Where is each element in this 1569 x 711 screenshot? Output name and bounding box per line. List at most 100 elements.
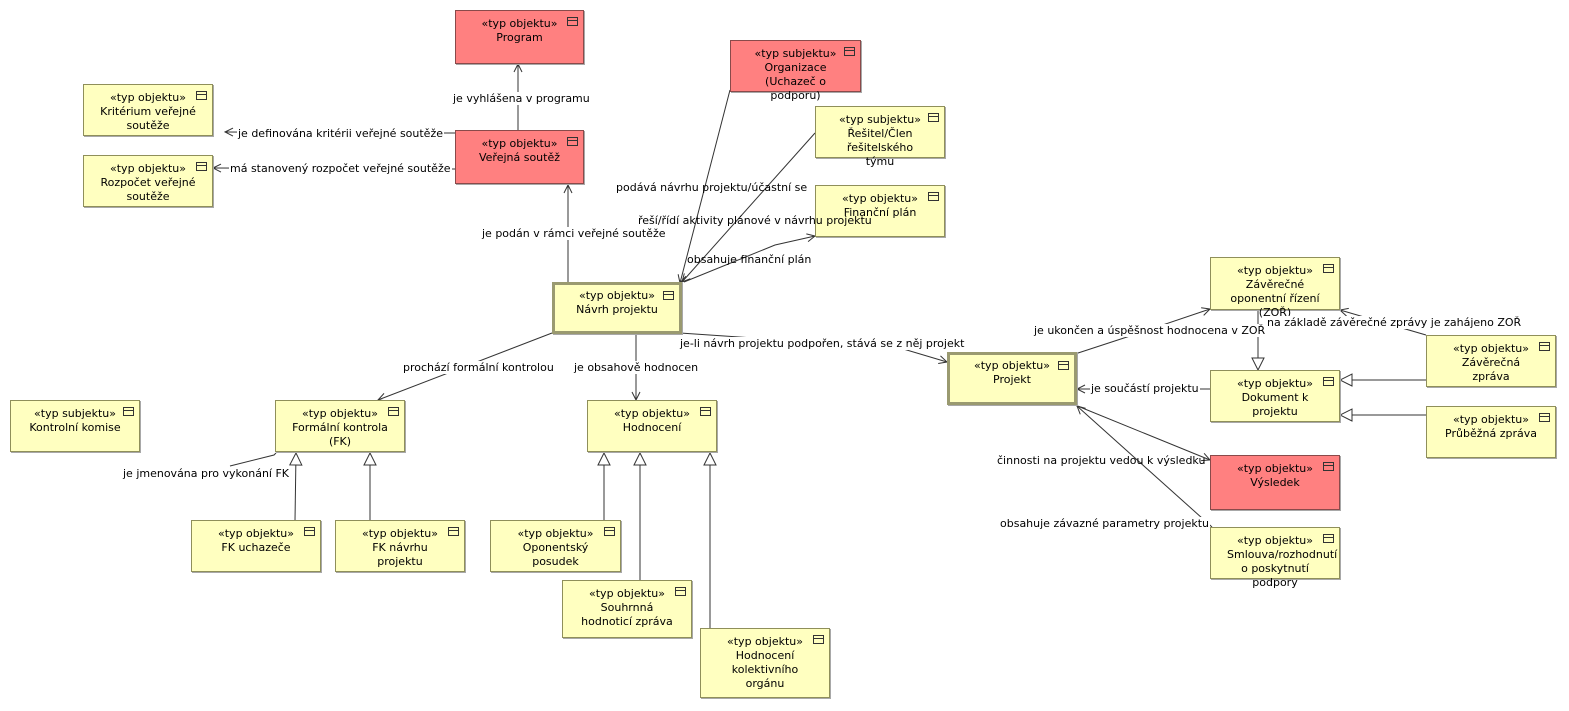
label-cinnosti: činnosti na projektu vedou k výsledku <box>997 454 1206 467</box>
node-name: Formální kontrola (FK) <box>292 421 388 448</box>
stereotype: «typ objektu» <box>302 407 378 420</box>
class-icon <box>1058 361 1069 370</box>
node-name: Projekt <box>993 373 1031 386</box>
label-prochazi: prochází formální kontrolou <box>402 361 555 374</box>
class-icon <box>304 527 315 536</box>
class-icon <box>1539 342 1550 351</box>
node-vysledek[interactable]: «typ objektu» Výsledek <box>1210 455 1340 510</box>
label-obsahuje-fp: obsahuje finanční plán <box>687 253 812 266</box>
class-icon <box>928 113 939 122</box>
node-zor[interactable]: «typ objektu» Závěrečné oponentní řízení… <box>1210 257 1340 319</box>
node-name: Kontrolní komise <box>29 421 121 434</box>
stereotype: «typ objektu» <box>110 91 186 104</box>
label-definovana: je definována kritérii veřejné soutěže <box>237 127 444 140</box>
stereotype: «typ objektu» <box>481 137 558 150</box>
edge-jmenovana <box>229 452 277 467</box>
class-icon <box>675 587 686 596</box>
edge-resi <box>682 132 816 282</box>
node-fk-uchazece[interactable]: «typ objektu» FK uchazeče <box>191 520 321 572</box>
class-icon <box>928 192 939 201</box>
class-icon <box>567 17 578 26</box>
stereotype: «typ objektu» <box>1453 413 1529 426</box>
node-formalni-kontrola[interactable]: «typ objektu» Formální kontrola (FK) <box>275 400 405 452</box>
stereotype: «typ objektu» <box>579 289 655 302</box>
node-name: Závěrečné oponentní řízení (ZOŘ) <box>1230 278 1320 319</box>
node-name: Veřejná soutěž <box>478 151 561 164</box>
stereotype: «typ objektu» <box>481 17 558 30</box>
stereotype: «typ objektu» <box>1453 342 1529 355</box>
node-smlouva[interactable]: «typ objektu» Smlouva/rozhodnutí o posky… <box>1210 527 1340 589</box>
label-resi: řeší/řídí aktivity plánové v návrhu proj… <box>638 214 872 227</box>
label-vyhlasena: je vyhlášena v programu <box>452 92 591 105</box>
stereotype: «typ objektu» <box>727 635 803 648</box>
node-name: Kritérium veřejné soutěže <box>100 105 196 132</box>
edge-zavazne <box>1077 406 1213 528</box>
class-icon <box>663 291 674 300</box>
class-icon <box>388 407 399 416</box>
stereotype: «typ subjektu» <box>34 407 116 420</box>
stereotype: «typ objektu» <box>1237 377 1313 390</box>
node-name: Rozpočet veřejné soutěže <box>100 176 196 203</box>
node-name: Řešitel/Člen řešitelského týmu <box>846 127 914 168</box>
node-projekt[interactable]: «typ objektu» Projekt <box>947 352 1077 405</box>
label-podan: je podán v rámci veřejné soutěže <box>481 227 667 240</box>
node-zaverecna-zprava[interactable]: «typ objektu» Závěrečná zpráva <box>1426 335 1556 387</box>
node-name: Hodnocení <box>622 421 682 434</box>
class-icon <box>448 527 459 536</box>
node-financni-plan[interactable]: «typ objektu» Finanční plán <box>815 185 945 237</box>
label-ukoncen: je ukončen a úspěšnost hodnocena v ZOŘ <box>1033 324 1267 337</box>
node-resitel[interactable]: «typ subjektu» Řešitel/Člen řešitelského… <box>815 106 945 168</box>
node-kriterium[interactable]: «typ objektu» Kritérium veřejné soutěže <box>83 84 213 136</box>
class-icon <box>196 91 207 100</box>
node-oponentsky-posudek[interactable]: «typ objektu» Oponentský posudek <box>490 520 621 572</box>
stereotype: «typ objektu» <box>1237 534 1313 547</box>
class-icon <box>123 407 134 416</box>
class-icon <box>813 635 824 644</box>
class-icon <box>196 162 207 171</box>
node-program[interactable]: «typ objektu» Program <box>455 10 584 64</box>
node-organizace[interactable]: «typ subjektu» Organizace (Uchazeč o pod… <box>730 40 861 102</box>
node-name: Program <box>496 31 543 44</box>
edge-gen-fk-uchazece <box>295 453 296 522</box>
stereotype: «typ objektu» <box>974 359 1050 372</box>
edge-obsahuje-fp <box>683 236 815 283</box>
node-prubezna-zprava[interactable]: «typ objektu» Průběžná zpráva <box>1426 406 1556 458</box>
node-verejna-soutez[interactable]: «typ objektu» Veřejná soutěž <box>455 130 584 184</box>
label-jmenovana: je jmenována pro vykonání FK <box>122 467 291 480</box>
class-icon <box>1323 377 1334 386</box>
stereotype: «typ subjektu» <box>839 113 921 126</box>
node-navrh-projektu[interactable]: «typ objektu» Návrh projektu <box>552 282 682 334</box>
stereotype: «typ objektu» <box>1237 264 1313 277</box>
node-name: FK návrhu projektu <box>372 541 428 568</box>
label-na-zaklade: na základě závěrečné zprávy je zahájeno … <box>1266 316 1523 329</box>
node-dokument[interactable]: «typ objektu» Dokument k projektu <box>1210 370 1340 422</box>
label-soucasti: je součástí projektu <box>1090 382 1200 395</box>
node-rozpocet[interactable]: «typ objektu» Rozpočet veřejné soutěže <box>83 155 213 207</box>
node-kontrolni-komise[interactable]: «typ subjektu» Kontrolní komise <box>10 400 140 452</box>
node-hodnoceni-kolektivniho[interactable]: «typ objektu» Hodnocení kolektivního org… <box>700 628 830 698</box>
class-icon <box>700 407 711 416</box>
node-name: Dokument k projektu <box>1241 391 1309 418</box>
class-icon <box>604 527 615 536</box>
label-podporen: je-li návrh projektu podpořen, stává se … <box>679 337 966 350</box>
label-podava: podává návrhu projektu/účastní se <box>616 181 808 194</box>
node-hodnoceni[interactable]: «typ objektu» Hodnocení <box>587 400 717 452</box>
node-name: Závěrečná zpráva <box>1461 356 1521 383</box>
stereotype: «typ objektu» <box>362 527 438 540</box>
stereotype: «typ objektu» <box>517 527 594 540</box>
node-name: Smlouva/rozhodnutí o poskytnutí podpory <box>1227 548 1338 589</box>
edge-cinnosti <box>1074 404 1210 460</box>
class-icon <box>1539 413 1550 422</box>
node-fk-navrhu[interactable]: «typ objektu» FK návrhu projektu <box>335 520 465 572</box>
stereotype: «typ objektu» <box>218 527 294 540</box>
label-rozpocet: má stanovený rozpočet veřejné soutěže <box>229 162 452 175</box>
node-name: FK uchazeče <box>221 541 291 554</box>
node-name: Oponentský posudek <box>522 541 589 568</box>
node-name: Výsledek <box>1250 476 1300 489</box>
label-zavazne: obsahuje závazné parametry projektu <box>999 517 1211 530</box>
node-souhrnna-zprava[interactable]: «typ objektu» Souhrnná hodnoticí zpráva <box>562 580 692 638</box>
stereotype: «typ objektu» <box>614 407 690 420</box>
edge-podava <box>680 89 731 283</box>
node-name: Souhrnná hodnoticí zpráva <box>581 601 673 628</box>
